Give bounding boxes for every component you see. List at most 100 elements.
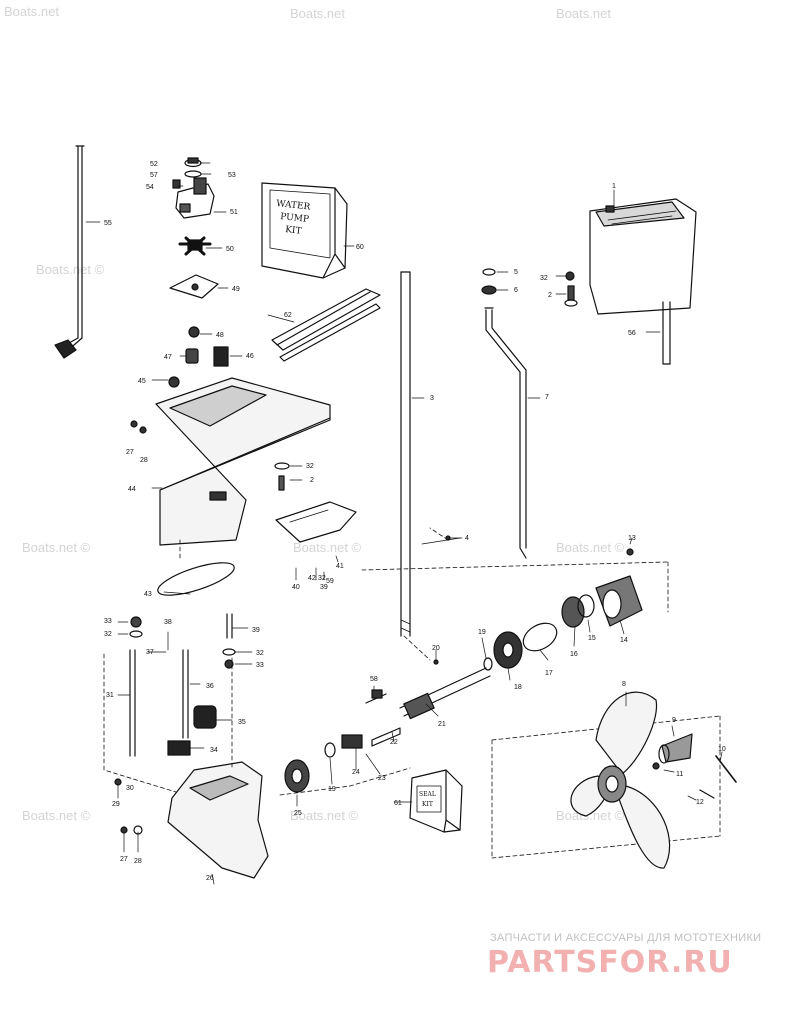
pivot-pin <box>662 301 671 365</box>
callout-32: 32 <box>256 650 264 657</box>
callout-26: 26 <box>206 875 214 882</box>
callout-25: 25 <box>294 810 302 817</box>
callout-49: 49 <box>232 286 240 293</box>
bracket <box>275 501 357 543</box>
callout-21: 21 <box>438 721 446 728</box>
callout-13: 13 <box>628 535 636 542</box>
callout-51: 51 <box>230 209 238 216</box>
callout-31: 31 <box>106 692 114 699</box>
seal-kit-label-line: SEAL <box>419 791 436 798</box>
shift-shaft <box>129 649 136 757</box>
water-pump-kit-label-line: KIT <box>285 225 302 237</box>
callout-7: 7 <box>545 394 549 401</box>
callout-23: 23 <box>378 775 386 782</box>
seal-kit-box <box>409 769 463 833</box>
callout-19: 19 <box>478 629 486 636</box>
callout-12: 12 <box>696 799 704 806</box>
reverse-gear <box>493 631 523 669</box>
callout-47: 47 <box>164 354 172 361</box>
callout-40: 40 <box>292 584 300 591</box>
callout-17: 17 <box>545 670 553 677</box>
shift-rod <box>54 145 85 359</box>
callout-41: 41 <box>336 563 344 570</box>
callout-46: 46 <box>246 353 254 360</box>
callout-2: 2 <box>310 477 314 484</box>
callout-8: 8 <box>622 681 626 688</box>
watermark: Boats.net © <box>556 540 625 555</box>
callout-44: 44 <box>128 486 136 493</box>
callout-27: 27 <box>120 856 128 863</box>
callout-43: 43 <box>144 591 152 598</box>
callout-50: 50 <box>226 246 234 253</box>
exhaust-housing <box>589 198 697 315</box>
callout-20: 20 <box>432 645 440 652</box>
callout-16: 16 <box>570 651 578 658</box>
propeller-shaft <box>399 667 491 720</box>
watermark: Boats.net © <box>556 808 625 823</box>
watermark: Boats.net © <box>36 262 105 277</box>
water-pump-kit-label-line: WATER <box>276 199 311 213</box>
callout-32: 32 <box>540 275 548 282</box>
callout-1: 1 <box>612 183 616 190</box>
callout-11: 11 <box>676 771 683 778</box>
callout-56: 56 <box>628 330 636 337</box>
callout-60: 60 <box>356 244 364 251</box>
drive-shaft <box>400 271 411 637</box>
callout-4: 4 <box>465 535 469 542</box>
callout-30: 30 <box>126 785 134 792</box>
callout-14: 14 <box>620 637 628 644</box>
gear-housing-upper <box>155 376 331 546</box>
callout-55: 55 <box>104 220 112 227</box>
callout-57: 57 <box>150 172 158 179</box>
callout-29: 29 <box>112 801 120 808</box>
callout-33: 33 <box>104 618 112 625</box>
propeller-nut <box>658 733 693 764</box>
propeller <box>570 691 671 869</box>
water-pump-kit-label-line: PUMP <box>280 212 310 225</box>
footer-logo: PARTSFOR.RU <box>487 945 733 980</box>
gear-case-lower <box>167 761 269 879</box>
callout-48: 48 <box>216 332 224 339</box>
callout-36: 36 <box>206 683 214 690</box>
callout-2: 2 <box>548 292 552 299</box>
pinion-bearing <box>193 705 217 729</box>
callout-61: 61 <box>394 800 402 807</box>
bearing-carrier <box>561 575 643 628</box>
callout-35: 35 <box>238 719 246 726</box>
callout-32: 32 <box>318 575 326 582</box>
gasket-strip <box>271 288 381 362</box>
callout-18: 18 <box>514 684 522 691</box>
water-pump-parts <box>169 157 229 367</box>
watermark: Boats.net <box>556 6 611 21</box>
callout-10: 10 <box>718 746 726 753</box>
callout-53: 53 <box>228 172 236 179</box>
callout-28: 28 <box>134 858 142 865</box>
seal-kit-label-line: KIT <box>422 801 433 808</box>
callout-32: 32 <box>104 631 112 638</box>
water-pump-kit-box <box>261 182 348 279</box>
watermark: Boats.net <box>290 6 345 21</box>
callout-58: 58 <box>370 676 378 683</box>
watermark: Boats.net <box>4 4 59 19</box>
callout-15: 15 <box>588 635 596 642</box>
callout-3: 3 <box>430 395 434 402</box>
callout-5: 5 <box>514 269 518 276</box>
callout-34: 34 <box>210 747 218 754</box>
callout-9: 9 <box>672 717 676 724</box>
watermark: Boats.net © <box>22 540 91 555</box>
callout-59: 59 <box>326 578 334 585</box>
callout-62: 62 <box>284 312 292 319</box>
forward-gear <box>284 759 310 793</box>
watermark: Boats.net © <box>22 808 91 823</box>
callout-39: 39 <box>252 627 260 634</box>
callout-37: 37 <box>146 649 154 656</box>
callout-19: 19 <box>328 786 336 793</box>
callout-28: 28 <box>140 457 148 464</box>
footer-caption: ЗАПЧАСТИ И АКСЕССУАРЫ ДЛЯ МОТОТЕХНИКИ <box>490 932 762 944</box>
callout-42: 42 <box>308 575 316 582</box>
shift-linkage <box>484 307 527 559</box>
callout-52: 52 <box>150 161 158 168</box>
watermark: Boats.net © <box>293 540 362 555</box>
